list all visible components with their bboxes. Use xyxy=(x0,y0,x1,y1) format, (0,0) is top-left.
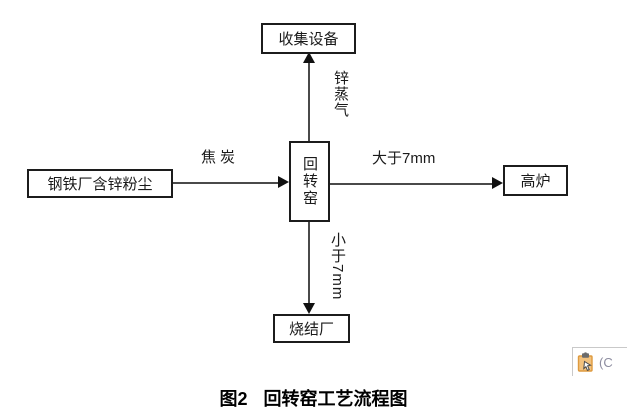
edge-label-zinc-vapor: 锌蒸气 xyxy=(332,70,349,118)
paste-options-button[interactable]: (C xyxy=(572,347,627,376)
rotary-kiln-label: 回转窑 xyxy=(301,156,318,207)
node-sintering-plant: 烧结厂 xyxy=(273,314,350,343)
node-steel-plant-zinc-dust: 钢铁厂含锌粉尘 xyxy=(27,169,173,198)
arrow-kiln-to-sinter xyxy=(308,222,310,307)
clipboard-icon xyxy=(577,351,593,372)
arrowhead-up-icon xyxy=(303,52,315,63)
arrowhead-right-icon xyxy=(278,176,289,188)
edge-label-less-than-7mm: 小于7mm xyxy=(329,232,346,301)
arrowhead-down-icon xyxy=(303,303,315,314)
arrow-kiln-to-collection xyxy=(308,56,310,141)
node-collection-equipment: 收集设备 xyxy=(261,23,356,54)
arrowhead-right-icon xyxy=(492,177,503,189)
edge-label-greater-than-7mm: 大于7mm xyxy=(372,150,436,167)
arrow-kiln-to-furnace xyxy=(330,183,496,185)
node-blast-furnace: 高炉 xyxy=(503,165,568,196)
figure-caption: 图2 回转窑工艺流程图 xyxy=(0,385,627,411)
figure-caption-title: 回转窑工艺流程图 xyxy=(263,389,408,409)
arrow-source-to-kiln xyxy=(173,182,282,184)
figure-caption-number: 图2 xyxy=(219,389,248,409)
edge-label-coke: 焦炭 xyxy=(201,149,240,166)
paste-options-label: (C xyxy=(599,354,613,370)
node-rotary-kiln: 回转窑 xyxy=(289,141,330,222)
